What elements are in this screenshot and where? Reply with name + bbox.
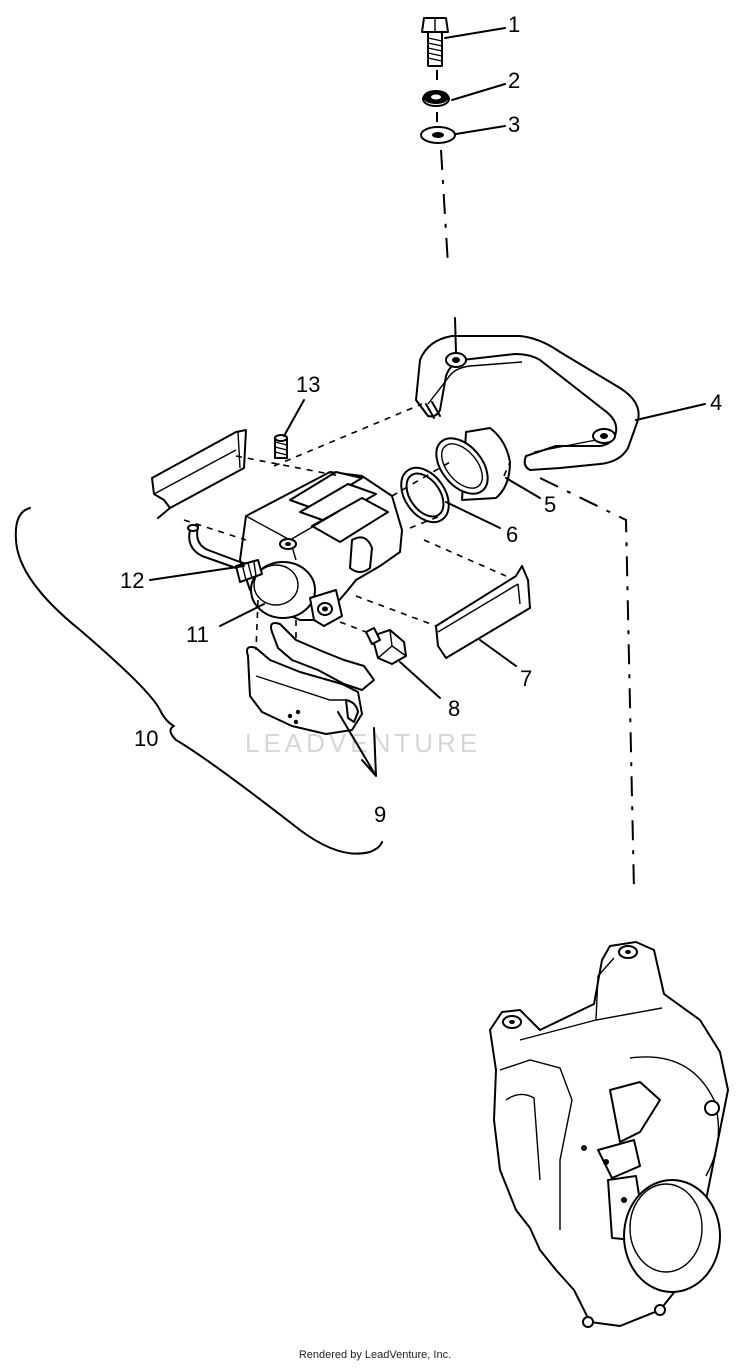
- leader-lines: [149, 27, 706, 777]
- pad-spring-upper[interactable]: [151, 429, 247, 519]
- part-12-brake-line[interactable]: [187, 524, 263, 583]
- callout-6: 6: [506, 522, 518, 547]
- callout-11: 11: [186, 622, 209, 647]
- part-7-pad-shim[interactable]: [435, 565, 531, 659]
- part-4-caliper-bracket[interactable]: [415, 335, 640, 471]
- part-13-bleeder-screw[interactable]: [274, 434, 288, 459]
- part-9-brake-pads[interactable]: [246, 622, 375, 735]
- callout-1: 1: [508, 12, 520, 37]
- part-3-flat-washer[interactable]: [420, 126, 456, 144]
- watermark: LEADVENTURE: [245, 728, 481, 758]
- bolt-axis-line: [436, 70, 449, 266]
- bracket-axis-line: [539, 477, 635, 891]
- assembly-bracket-10: [14, 507, 383, 855]
- bolt-to-bracket-line: [454, 317, 457, 353]
- callout-5: 5: [544, 492, 556, 517]
- callout-8: 8: [448, 696, 460, 721]
- callout-7: 7: [520, 666, 532, 691]
- callout-13: 13: [296, 372, 320, 397]
- part-2-lock-washer[interactable]: [422, 90, 450, 107]
- callout-10: 10: [134, 726, 158, 751]
- callout-12: 12: [120, 568, 144, 593]
- render-credit: Rendered by LeadVenture, Inc.: [298, 1349, 452, 1361]
- callout-4: 4: [710, 390, 722, 415]
- part-1-bolt[interactable]: [421, 17, 449, 67]
- callout-9: 9: [374, 802, 386, 827]
- part-11-caliper-body[interactable]: [239, 471, 403, 627]
- part-8-nut[interactable]: [365, 627, 407, 665]
- assembly-dashed-lines: [183, 403, 511, 651]
- housing-assembly: [489, 941, 729, 1328]
- callout-3: 3: [508, 112, 520, 137]
- callout-2: 2: [508, 68, 520, 93]
- part-6-seal[interactable]: [391, 459, 458, 531]
